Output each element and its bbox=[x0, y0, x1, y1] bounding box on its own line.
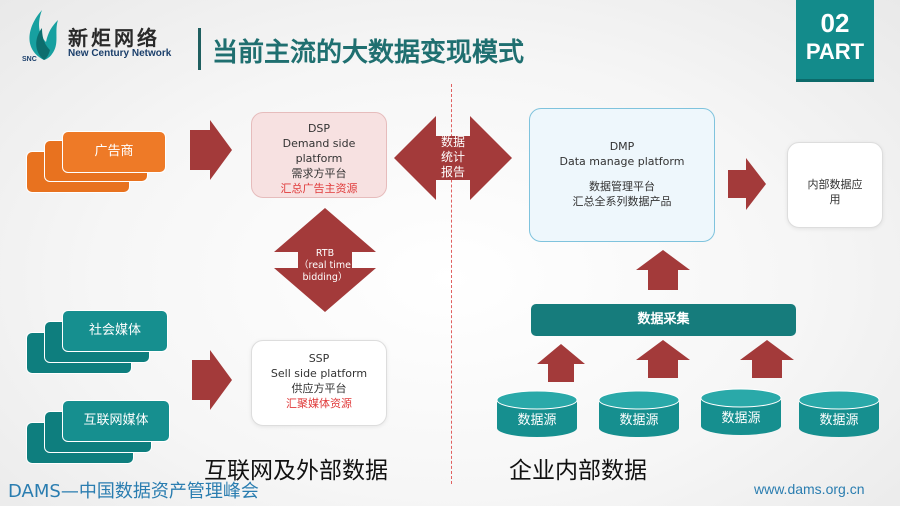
company-logo bbox=[8, 6, 198, 68]
left-section-label: 互联网及外部数据 bbox=[204, 458, 388, 484]
dsp-line: platform bbox=[295, 152, 343, 165]
arrow-dmp-to-app bbox=[728, 158, 766, 210]
logo-cn-text: 新炬网络 bbox=[68, 26, 160, 50]
footer-event-name: DAMS—中国数据资产管理峰会 bbox=[8, 481, 259, 502]
dmp-line: 数据管理平台 bbox=[589, 180, 655, 193]
database-cylinder bbox=[798, 390, 880, 437]
section-divider bbox=[451, 84, 452, 484]
logo-flame-icon bbox=[29, 10, 58, 60]
footer-website-link[interactable]: www.dams.org.cn bbox=[754, 481, 865, 497]
logo-abbr: SNC bbox=[22, 56, 37, 63]
ssp-title: SSP bbox=[308, 352, 330, 365]
dmp-line: Data manage platform bbox=[559, 155, 685, 168]
right-section-label: 企业内部数据 bbox=[509, 458, 647, 484]
page-title: 当前主流的大数据变现模式 bbox=[212, 38, 525, 68]
report-label-line: 统计 bbox=[440, 150, 465, 164]
database-cylinder bbox=[700, 388, 782, 435]
data-source-label: 数据源 bbox=[619, 413, 659, 428]
social-media-card: 社会媒体 bbox=[62, 310, 168, 352]
social-media-label: 社会媒体 bbox=[88, 323, 141, 338]
arrow-advertiser-to-dsp bbox=[190, 120, 232, 180]
ssp-line: 供应方平台 bbox=[291, 382, 347, 395]
ssp-line: Sell side platform bbox=[270, 367, 368, 380]
advertiser-label: 广告商 bbox=[94, 144, 134, 159]
database-cylinder bbox=[598, 390, 680, 437]
internal-app-box: 内部数据应 用 bbox=[787, 142, 883, 228]
part-label: PART bbox=[805, 39, 865, 64]
arrow-source3-to-collect bbox=[740, 340, 794, 378]
internal-app-line: 内部数据应 bbox=[807, 178, 863, 191]
rtb-label-line: bidding） bbox=[302, 272, 348, 283]
data-source-label: 数据源 bbox=[819, 413, 859, 428]
part-number: 02 bbox=[820, 8, 850, 38]
dsp-title: DSP bbox=[307, 122, 331, 135]
data-source-label: 数据源 bbox=[517, 413, 557, 428]
title-divider bbox=[198, 28, 201, 70]
internal-app-line: 用 bbox=[829, 193, 841, 206]
report-arrow-label: 数据 统计 报告 bbox=[436, 135, 470, 180]
dsp-line: Demand side bbox=[282, 137, 356, 150]
advertiser-card: 广告商 bbox=[62, 131, 166, 173]
dmp-box: DMP Data manage platform 数据管理平台 汇总全系列数据产… bbox=[529, 108, 715, 242]
rtb-label-line: （real time bbox=[299, 260, 351, 271]
dmp-title: DMP bbox=[609, 140, 635, 153]
ssp-highlight: 汇聚媒体资源 bbox=[286, 397, 352, 410]
arrow-media-to-ssp bbox=[192, 350, 232, 410]
dmp-line: 汇总全系列数据产品 bbox=[572, 195, 672, 208]
rtb-label-line: RTB bbox=[315, 248, 335, 259]
ssp-box: SSP Sell side platform 供应方平台 汇聚媒体资源 bbox=[251, 340, 387, 426]
arrow-source1-to-collect bbox=[537, 344, 585, 382]
arrow-collect-to-dmp bbox=[636, 250, 690, 290]
report-label-line: 报告 bbox=[440, 165, 465, 179]
arrow-rtb bbox=[274, 208, 376, 312]
report-label-line: 数据 bbox=[440, 135, 465, 149]
arrow-source2-to-collect bbox=[636, 340, 690, 378]
internet-media-label: 互联网媒体 bbox=[83, 413, 149, 428]
dsp-line: 需求方平台 bbox=[291, 167, 347, 180]
dsp-highlight: 汇总广告主资源 bbox=[280, 182, 358, 195]
logo-en-text: New Century Network bbox=[68, 48, 172, 59]
arrow-report bbox=[394, 116, 512, 200]
internet-media-card: 互联网媒体 bbox=[62, 400, 170, 442]
data-source-label: 数据源 bbox=[721, 411, 761, 426]
database-cylinder bbox=[496, 390, 578, 437]
part-badge: 02 PART bbox=[796, 0, 874, 82]
rtb-arrow-label: RTB （real time bidding） bbox=[296, 248, 354, 284]
dsp-box: DSP Demand side platform 需求方平台 汇总广告主资源 bbox=[251, 112, 387, 198]
data-collection-bar: 数据采集 bbox=[531, 304, 796, 336]
